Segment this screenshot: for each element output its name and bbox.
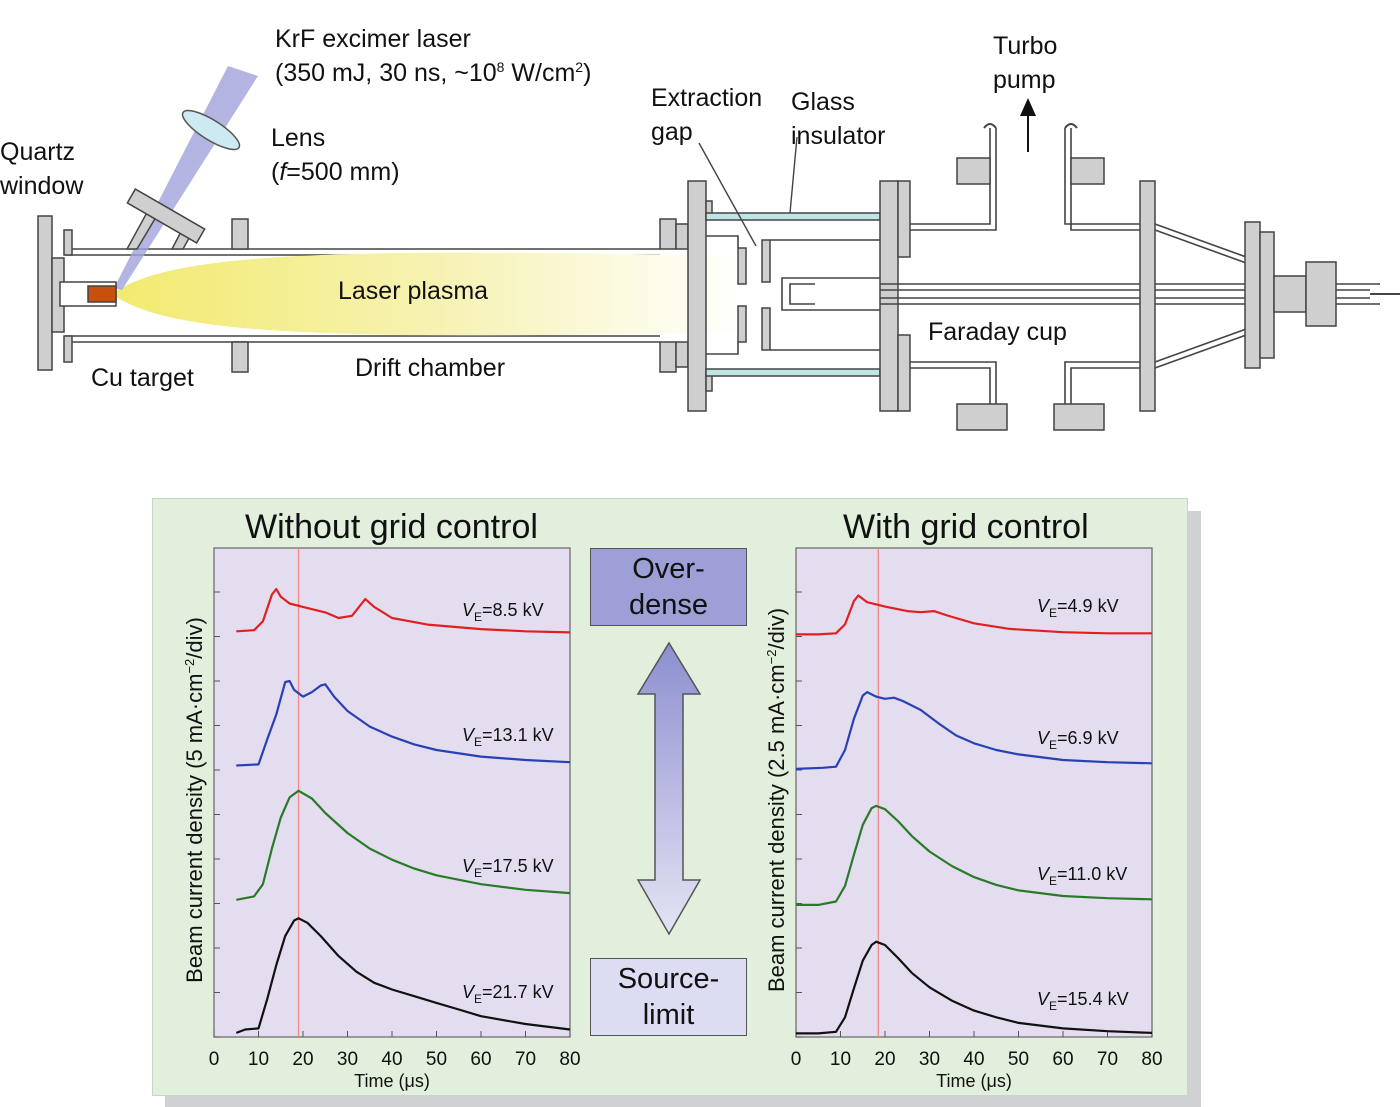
x-tick-label: 10 — [248, 1049, 269, 1070]
quartz-label-line1: Quartz — [0, 138, 76, 166]
x-tick-label: 0 — [791, 1049, 802, 1070]
x-tick-label: 50 — [1008, 1049, 1029, 1070]
end-flange — [37, 215, 73, 371]
series-label: VE=13.1 kV — [462, 725, 554, 749]
x-tick-label: 0 — [209, 1049, 220, 1070]
pump-port-rims — [983, 123, 1078, 129]
extraction-label-line2: gap — [651, 118, 693, 146]
faraday-cup — [781, 277, 880, 311]
quartz-label-line2: window — [0, 172, 84, 200]
plot-area — [795, 547, 1153, 1038]
cu-target-label: Cu target — [91, 364, 194, 392]
x-tick-label: 80 — [559, 1049, 580, 1070]
pump-flanges — [956, 157, 1337, 431]
faraday-cup-label: Faraday cup — [928, 318, 1067, 346]
plot-title-with-grid: With grid control — [843, 508, 1089, 546]
turbo-label-line2: pump — [993, 66, 1056, 94]
extraction-walls — [706, 235, 880, 355]
glass-label-line2: insulator — [791, 122, 886, 150]
glass-label-line1: Glass — [791, 88, 855, 116]
x-axis-label: Time (μs) — [354, 1071, 430, 1091]
focusing-lens — [181, 109, 241, 151]
x-tick-label: 10 — [830, 1049, 851, 1070]
laser-beam — [114, 66, 258, 290]
series-label: VE=21.7 kV — [462, 982, 554, 1006]
x-tick-label: 20 — [292, 1049, 313, 1070]
series-line — [236, 587, 571, 634]
x-tick-label: 40 — [963, 1049, 984, 1070]
y-axis-label-without-grid: Beam current density (5 mA·cm−2/div) — [182, 617, 207, 983]
lens-label-line1: Lens — [271, 124, 326, 152]
turbo-label-line1: Turbo — [993, 32, 1058, 60]
series-label: VE=8.5 kV — [462, 600, 544, 624]
laser-plasma-label: Laser plasma — [338, 277, 489, 305]
x-tick-label: 50 — [426, 1049, 447, 1070]
laser-label-line1: KrF excimer laser — [275, 25, 471, 53]
quartz-window-port — [125, 188, 206, 250]
x-tick-label: 30 — [337, 1049, 358, 1070]
x-tick-label: 40 — [381, 1049, 402, 1070]
series-line — [795, 691, 1153, 770]
extraction-gap-pointer — [698, 142, 757, 247]
series-line — [236, 679, 571, 767]
plot-title-without-grid: Without grid control — [245, 508, 538, 546]
extraction-housing — [687, 180, 771, 412]
y-axis-label-with-grid: Beam current density (2.5 mA·cm−2/div) — [764, 607, 789, 993]
lens-label-line2: (f=500 mm) — [271, 158, 400, 186]
x-tick-label: 80 — [1141, 1049, 1162, 1070]
laser-label-line2: (350 mJ, 30 ns, ~108 W/cm2) — [275, 59, 592, 87]
series-line — [796, 594, 1152, 636]
x-tick-label: 60 — [1052, 1049, 1073, 1070]
series-label: VE=17.5 kV — [462, 856, 554, 880]
x-tick-label: 60 — [470, 1049, 491, 1070]
x-axis-label: Time (μs) — [936, 1071, 1012, 1091]
laser-plasma-plume — [112, 252, 745, 336]
drift-chamber-label: Drift chamber — [355, 354, 506, 382]
series-line — [236, 789, 571, 901]
target-holder — [59, 281, 117, 307]
drift-chamber-flanges — [231, 218, 689, 373]
source-limit-box: Source-limit — [590, 958, 747, 1036]
glass-insulator-pointer — [789, 136, 798, 214]
series-line — [235, 917, 571, 1034]
series-label: VE=4.9 kV — [1037, 596, 1119, 620]
series-line — [796, 940, 1153, 1035]
x-tick-label: 30 — [919, 1049, 940, 1070]
extraction-label-line1: Extraction — [651, 84, 763, 112]
overdense-sourcelimit-arrow — [636, 641, 702, 936]
overdense-box: Over-dense — [590, 548, 747, 626]
series-label: VE=6.9 kV — [1037, 728, 1119, 752]
plot-area — [213, 547, 571, 1038]
apparatus-diagram — [37, 66, 1400, 431]
x-tick-label: 20 — [874, 1049, 895, 1070]
x-tick-label: 70 — [515, 1049, 536, 1070]
x-tick-label: 70 — [1097, 1049, 1118, 1070]
series-line — [796, 804, 1153, 906]
series-label: VE=11.0 kV — [1037, 864, 1127, 888]
series-label: VE=15.4 kV — [1037, 989, 1129, 1013]
pump-arrow — [1020, 98, 1036, 152]
faraday-flanges — [879, 180, 911, 412]
